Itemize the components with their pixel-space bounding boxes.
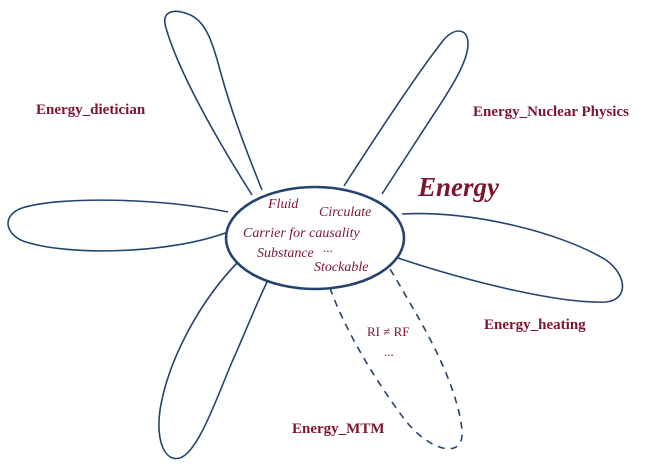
mtm-ellipsis: ... — [384, 344, 394, 359]
label-energy-nuclear-physics: Energy_Nuclear Physics — [473, 104, 629, 120]
diagram-title: Energy — [418, 172, 499, 202]
petal-heating — [397, 212, 624, 303]
mtm-relation: RI ≠ RF — [367, 324, 410, 339]
petal-nuclear-physics — [343, 30, 469, 195]
petal-dietician — [164, 10, 263, 196]
term-carrier-for-causality: Carrier for causality — [243, 226, 360, 241]
petal-bottom-left — [158, 259, 269, 460]
center-ellipse — [224, 185, 406, 291]
term-substance: Substance — [257, 246, 314, 261]
term-fluid: Fluid — [268, 197, 299, 212]
term-circulate: Circulate — [319, 205, 372, 220]
label-energy-dietician: Energy_dietician — [36, 102, 146, 118]
petal-left — [7, 199, 229, 252]
term-stockable: Stockable — [314, 260, 369, 275]
label-energy-heating: Energy_heating — [484, 317, 586, 333]
label-energy-mtm: Energy_MTM — [292, 421, 385, 437]
term-ellipsis: ... — [323, 240, 333, 255]
petal-mtm — [329, 265, 463, 450]
